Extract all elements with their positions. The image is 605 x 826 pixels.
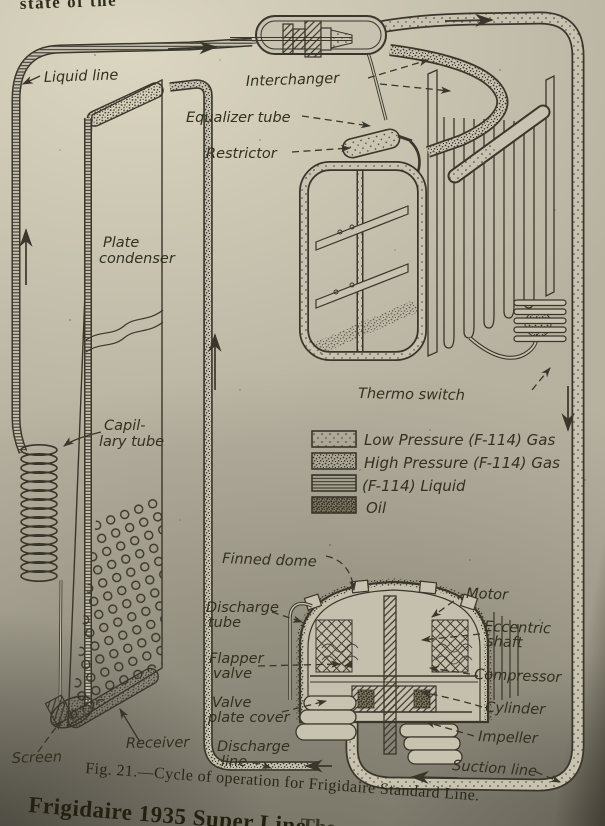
label-impeller: Impeller	[478, 729, 539, 747]
flow-arrows	[19, 13, 575, 784]
evaporator-header-tube	[447, 104, 551, 184]
label-discharge-tube-line1: Discharge	[206, 600, 279, 616]
label-receiver: Receiver	[126, 735, 191, 752]
equalizer-tube	[389, 44, 509, 158]
label-flapper-valve-line2: valve	[213, 666, 252, 682]
legend-label-low-pressure-gas: Low Pressure (F-114) Gas	[364, 431, 555, 449]
screen-strainer	[44, 694, 94, 729]
label-restrictor: Restrictor	[206, 146, 278, 162]
label-valve-plate-cover-line1: Valve	[212, 695, 251, 711]
label-plate-condenser-line1: Plate	[103, 235, 139, 251]
legend-row-high-pressure-gas: High Pressure (F-114) Gas	[311, 452, 560, 472]
label-liquid-line: Liquid line	[44, 67, 119, 86]
leader-lines	[21, 59, 562, 783]
legend-swatch-liquid	[311, 474, 357, 492]
legend-label-oil: Oil	[366, 499, 387, 517]
evaporator-frame	[299, 161, 427, 361]
label-motor: Motor	[466, 586, 509, 603]
label-discharge-tube-line2: tube	[208, 615, 241, 631]
capillary-coil	[20, 443, 63, 703]
label-interchanger: Interchanger	[246, 71, 341, 90]
flow-arrow-suction-left	[410, 770, 459, 784]
legend-swatch-low-pressure-gas	[311, 430, 357, 448]
diagram-labels: Liquid line Interchanger Equalizer tube …	[12, 67, 563, 780]
legend-swatch-oil	[311, 496, 357, 514]
interchanger-assembly	[230, 15, 387, 58]
label-equalizer-tube: Equalizer tube	[186, 110, 291, 126]
label-capillary-line2: lary tube	[99, 434, 164, 450]
label-valve-plate-cover-line2: plate cover	[207, 710, 291, 726]
label-capillary-line1: Capil-	[104, 418, 146, 434]
label-discharge-line-line2: line	[221, 754, 247, 770]
thermo-switch	[468, 299, 567, 360]
label-flapper-valve-line1: Flapper	[209, 651, 265, 667]
evaporator-fins	[427, 68, 555, 358]
suction-line-tube	[345, 11, 585, 792]
compressor-feet	[295, 695, 463, 765]
label-thermo-switch: Thermo switch	[358, 386, 465, 404]
label-suction-line: Suction line	[452, 758, 538, 780]
legend-row-low-pressure-gas: Low Pressure (F-114) Gas	[311, 430, 555, 449]
label-finned-dome: Finned dome	[222, 551, 317, 570]
legend: Low Pressure (F-114) Gas High Pressure (…	[311, 430, 560, 517]
legend-label-high-pressure-gas: High Pressure (F-114) Gas	[364, 454, 560, 472]
label-compressor: Compressor	[474, 667, 563, 686]
legend-label-liquid: (F-114) Liquid	[362, 477, 466, 495]
discharge-line-tube	[169, 79, 318, 771]
top-text-fragment: state of the	[19, 0, 117, 13]
liquid-line-tube	[11, 37, 388, 454]
label-plate-condenser-line2: condenser	[99, 251, 176, 267]
receiver-plate	[67, 492, 162, 729]
label-screen: Screen	[12, 749, 63, 767]
flow-arrow-top-left	[167, 41, 218, 55]
label-eccentric-shaft-line1: Eccentric	[484, 619, 551, 637]
bottom-heading-continuation: The	[300, 813, 337, 826]
legend-row-oil: Oil	[311, 496, 387, 517]
label-discharge-line-line1: Discharge	[217, 739, 290, 755]
bottom-heading: Frigidaire 1935 Super Line.	[28, 792, 314, 826]
legend-swatch-high-pressure-gas	[311, 452, 357, 470]
label-eccentric-shaft-line2: shaft	[486, 634, 524, 651]
legend-row-liquid: (F-114) Liquid	[311, 474, 466, 495]
flow-arrow-top-right	[444, 13, 494, 27]
label-cylinder: Cylinder	[485, 700, 547, 718]
